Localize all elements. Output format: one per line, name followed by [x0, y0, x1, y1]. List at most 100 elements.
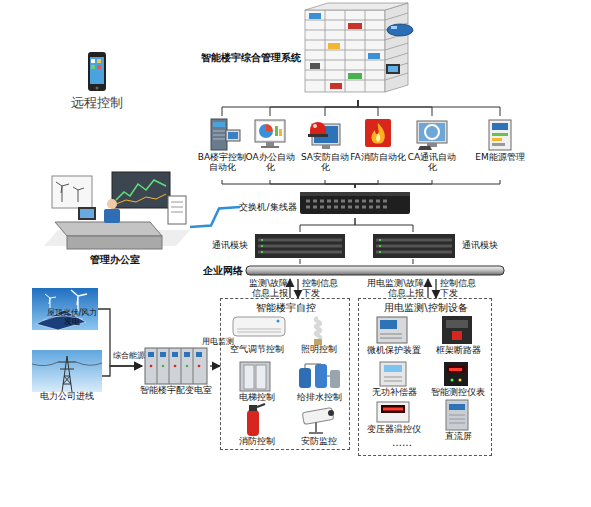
edge-label: 监测\故障信息上报 — [244, 279, 288, 299]
edge-label: 用电监测\故障信息上报 — [364, 279, 424, 299]
edge-label: 综合能源 — [112, 352, 145, 361]
system-module: EM能源管理 — [475, 116, 525, 180]
node-text: 框架断路器 — [425, 346, 491, 356]
node-text: 企业网络 — [200, 265, 246, 277]
node-text: BA楼宇控制自动化 — [194, 152, 250, 173]
network-bar — [246, 266, 504, 275]
connector — [297, 279, 298, 298]
connector — [102, 366, 142, 376]
node-text: 变压器温控仪 — [361, 425, 427, 435]
note-label: …… — [392, 437, 432, 449]
node-text: FA消防自动化 — [350, 152, 406, 162]
control-item: 给排水控制 — [291, 361, 347, 405]
control-item: 安防监控 — [291, 406, 347, 448]
renewable-illustration — [32, 288, 98, 330]
node-text: 空气调节控制 — [224, 345, 290, 355]
control-item: 电梯控制 — [226, 361, 288, 405]
node-text: 无功补偿器 — [361, 388, 427, 398]
energy-source: 屋顶光伏/风力发电 — [32, 288, 98, 330]
node-text: 直流屏 — [425, 432, 491, 442]
office-illustration — [44, 172, 190, 249]
energy-source: 电力公司进线 — [32, 350, 102, 402]
system-module: FA消防自动化 — [353, 116, 403, 180]
node-text: 远程控制 — [66, 96, 128, 110]
node-text: 用电监测\控制设备 — [359, 302, 493, 314]
connector — [222, 100, 358, 116]
connector — [435, 279, 436, 298]
node-text: 智能楼宇综合管理系统 — [196, 52, 306, 64]
node-text: 给排水控制 — [289, 393, 349, 403]
edge-label: 控制信息下发 — [440, 279, 478, 299]
comm-module: 通讯模块 — [206, 232, 346, 259]
fa-icon — [365, 119, 391, 147]
node-text: 照明控制 — [289, 345, 349, 355]
device-item: 框架断路器 — [427, 315, 489, 359]
power-device-icons — [377, 316, 472, 430]
node-text: CA通讯自动化 — [404, 152, 460, 173]
remote-control: 远程控制 — [66, 50, 128, 114]
control-item: 空气调节控制 — [226, 315, 288, 359]
node-text: SA安防自动化 — [297, 152, 353, 173]
node-text: 智能测控仪表 — [425, 388, 491, 398]
oa-icon — [255, 120, 285, 148]
control-item: 消防控制 — [226, 406, 288, 448]
node-text: 微机保护装置 — [361, 346, 427, 356]
building-illustration — [305, 3, 413, 92]
connector — [289, 279, 290, 298]
switch-illustration — [300, 192, 410, 214]
node-text: 电力公司进线 — [36, 392, 98, 402]
em-icon — [489, 120, 511, 150]
device-item: 无功补偿器 — [363, 361, 425, 401]
connector — [325, 100, 358, 116]
sa-icon — [308, 122, 340, 149]
node-text: 管理办公室 — [80, 254, 150, 266]
connector — [355, 180, 378, 188]
node-text: 安防监控 — [289, 437, 349, 447]
connector — [355, 180, 500, 188]
node-text: 通讯模块 — [206, 240, 254, 250]
connector — [300, 259, 301, 264]
node-text: 通讯模块 — [456, 240, 504, 250]
node-text: 智能楼宇自控 — [221, 302, 351, 314]
connector — [358, 100, 378, 116]
connector — [270, 100, 358, 116]
comm-module: 通讯模块 — [372, 232, 502, 259]
connector — [270, 180, 355, 188]
device-item: 智能测控仪表 — [427, 361, 489, 401]
device-item: 微机保护装置 — [363, 315, 425, 359]
device-item: 变压器温控仪 — [363, 401, 425, 439]
phone-illustration — [88, 52, 106, 91]
control-group: 智能楼宇自控空气调节控制照明控制电梯控制给排水控制消防控制安防监控 — [220, 298, 350, 450]
connector — [413, 259, 414, 264]
connector — [427, 279, 428, 298]
system-module: OA办公自动化 — [245, 116, 295, 180]
monitor-group: 用电监测\控制设备微机保护装置框架断路器无功补偿器智能测控仪表变压器温控仪直流屏 — [358, 298, 492, 456]
system-module: SA安防自动化 — [300, 116, 350, 180]
node-text: OA办公自动化 — [242, 152, 298, 173]
system-module: BA楼宇控制自动化 — [197, 116, 247, 180]
network-switch: 交换机/集线器 — [240, 188, 412, 218]
connector — [300, 218, 355, 232]
grid-illustration — [32, 350, 102, 392]
ca-icon — [417, 121, 447, 150]
control-item: 照明控制 — [291, 315, 347, 359]
ba-icon — [211, 119, 240, 150]
node-text: 智能楼宇配变电室 — [136, 386, 216, 396]
edge-label: 控制信息下发 — [302, 279, 340, 299]
system-building: 智能楼宇综合管理系统 — [196, 2, 424, 100]
device-item: 直流屏 — [427, 401, 489, 445]
substation: 智能楼宇配变电室 — [142, 346, 210, 398]
connector — [222, 180, 355, 188]
wireless-link — [190, 207, 240, 227]
network-band: 企业网络 — [200, 264, 505, 279]
connector — [355, 180, 432, 188]
switchgear-illustration — [145, 348, 207, 384]
connector — [210, 365, 220, 366]
management-office: 管理办公室 — [40, 168, 190, 266]
connector — [325, 180, 355, 188]
edge-label: 用电监测 — [198, 337, 238, 346]
system-module: CA通讯自动化 — [407, 116, 457, 180]
